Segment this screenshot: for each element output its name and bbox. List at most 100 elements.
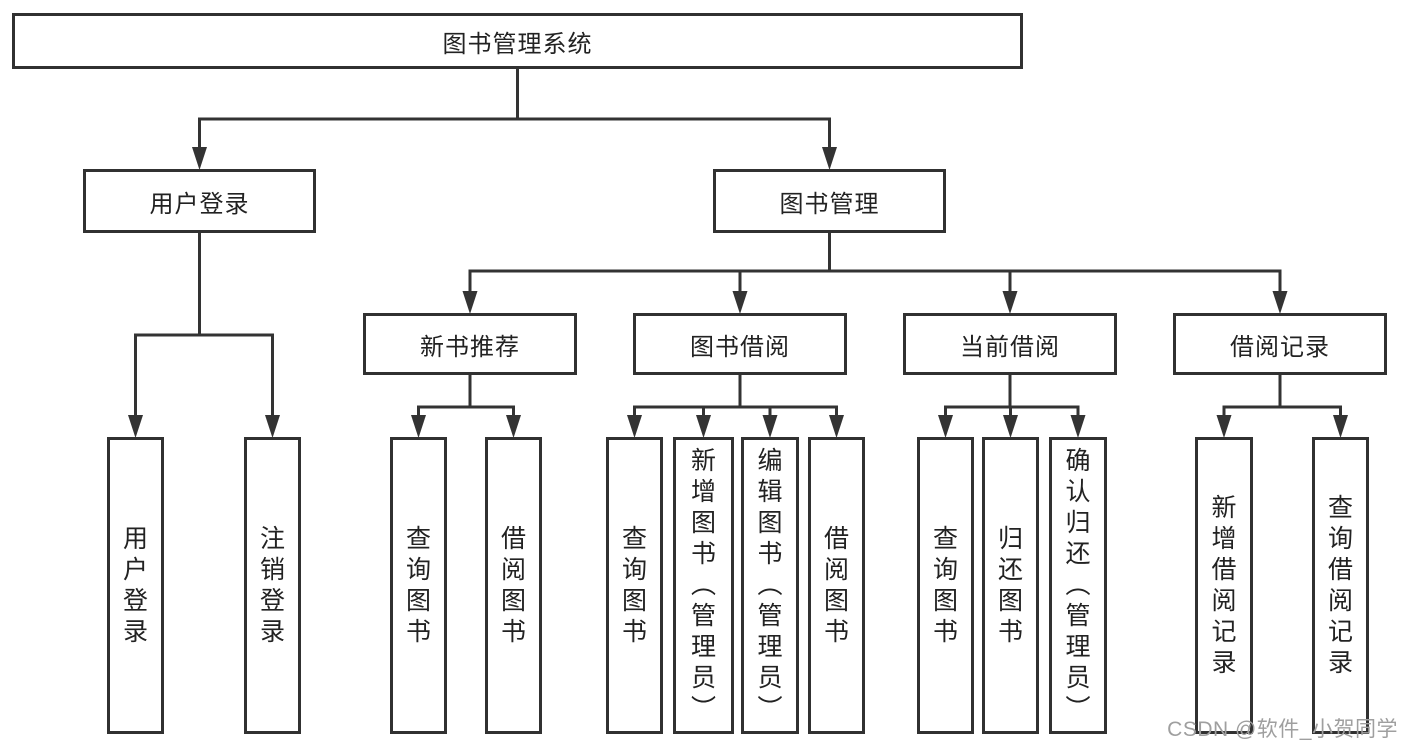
node-label-char: 查 <box>405 524 431 553</box>
node-label-char: 阅 <box>1211 586 1237 615</box>
arrowhead-cb-return <box>1003 415 1018 438</box>
node-label-char: 书 <box>997 617 1023 646</box>
node-label-char: 图 <box>405 586 431 615</box>
node-label-char: 借 <box>500 524 526 553</box>
arrowhead-login <box>128 415 143 438</box>
node-label-char: 认 <box>1065 478 1091 506</box>
node-label-char: 理 <box>1065 633 1091 661</box>
node-label-char: ︶ <box>757 695 783 723</box>
node-login: 用户登录 <box>107 437 164 734</box>
node-label-char: 图 <box>932 586 958 615</box>
arrowhead-bb-query <box>627 415 642 438</box>
node-br-add: 新增借阅记录 <box>1195 437 1253 734</box>
arrowhead-current-borrow <box>1002 291 1018 314</box>
node-label-char: ︶ <box>690 695 716 723</box>
node-label-char: 书 <box>690 540 716 568</box>
node-label-char: 管 <box>1065 602 1091 630</box>
node-label: 图书管理系统 <box>442 30 593 58</box>
node-user-login: 用户登录 <box>83 169 316 233</box>
arrowhead-logout <box>265 415 280 438</box>
node-new-book-rec: 新书推荐 <box>363 313 577 375</box>
arrowhead-br-query <box>1333 415 1348 438</box>
node-label-char: 编 <box>757 447 783 475</box>
node-label-char: 查 <box>621 524 647 553</box>
arrowhead-nbr-borrow <box>506 415 521 438</box>
node-label-char: 阅 <box>823 555 849 584</box>
node-label-char: 图 <box>500 586 526 615</box>
arrowhead-book-mgmt <box>822 147 837 170</box>
node-label: 图书管理 <box>779 190 880 218</box>
node-label-char: 录 <box>1211 648 1237 677</box>
node-borrow-records: 借阅记录 <box>1173 313 1387 375</box>
node-label-char: 书 <box>932 617 958 646</box>
arrowhead-br-add <box>1216 415 1232 438</box>
node-current-borrow: 当前借阅 <box>903 313 1117 375</box>
node-bb-borrow: 借阅图书 <box>808 437 865 734</box>
node-bb-edit: 编辑图书︵管理员︶ <box>741 437 799 734</box>
node-label-char: 借 <box>1211 555 1237 584</box>
node-label-char: 辑 <box>757 478 783 506</box>
node-label-char: 注 <box>259 524 285 553</box>
node-label-char: 新 <box>690 447 716 475</box>
arrowhead-bb-add <box>696 415 711 438</box>
arrowhead-new-book-rec <box>462 291 478 314</box>
node-label: 新书推荐 <box>420 333 520 361</box>
node-label-char: 书 <box>500 617 526 646</box>
node-label-char: 理 <box>757 633 783 661</box>
node-label-char: 登 <box>259 586 285 615</box>
node-bb-add: 新增图书︵管理员︶ <box>673 437 734 734</box>
node-label-char: 书 <box>405 617 431 646</box>
node-label-char: 借 <box>1327 555 1353 584</box>
node-label-char: 询 <box>1327 524 1353 553</box>
arrowhead-bb-edit <box>762 415 778 438</box>
watermark: CSDN @软件_小贺同学 <box>1167 718 1398 741</box>
arrowhead-nbr-query <box>411 415 426 438</box>
node-label: 当前借阅 <box>960 333 1060 361</box>
node-label-char: 确 <box>1065 447 1091 475</box>
node-cb-confirm: 确认归还︵管理员︶ <box>1049 437 1107 734</box>
arrowhead-borrow-records <box>1272 291 1288 314</box>
node-label-char: 归 <box>1065 509 1091 537</box>
node-label-char: 员 <box>757 664 783 692</box>
node-cb-query: 查询图书 <box>917 437 974 734</box>
node-label-char: 书 <box>757 540 783 568</box>
node-cb-return: 归还图书 <box>982 437 1039 734</box>
node-logout: 注销登录 <box>244 437 301 734</box>
node-label-char: 管 <box>757 602 783 630</box>
node-label-char: 登 <box>122 586 148 615</box>
node-label-char: 增 <box>690 478 716 506</box>
node-label-char: 询 <box>932 555 958 584</box>
node-label-char: 增 <box>1211 524 1237 553</box>
node-label-char: 录 <box>259 617 285 646</box>
arrowhead-bb-borrow <box>829 415 844 438</box>
node-label-char: 还 <box>997 555 1023 584</box>
arrowhead-book-borrow <box>732 291 748 314</box>
node-label-char: 员 <box>690 664 716 692</box>
node-label-char: 还 <box>1065 540 1091 568</box>
node-label-char: 录 <box>122 617 148 646</box>
node-book-borrow: 图书借阅 <box>633 313 847 375</box>
node-label-char: 图 <box>621 586 647 615</box>
node-label-char: 记 <box>1211 617 1237 646</box>
node-label: 借阅记录 <box>1230 333 1330 361</box>
node-label-char: 户 <box>122 555 148 584</box>
node-label-char: 图 <box>690 509 716 537</box>
node-label-char: 借 <box>823 524 849 553</box>
arrowhead-cb-confirm <box>1070 415 1086 438</box>
node-book-mgmt: 图书管理 <box>713 169 946 233</box>
node-nbr-query: 查询图书 <box>390 437 447 734</box>
node-label-char: 阅 <box>500 555 526 584</box>
node-label-char: 理 <box>690 633 716 661</box>
node-label-char: ︶ <box>1065 695 1091 723</box>
node-label-char: 书 <box>621 617 647 646</box>
node-label-char: 阅 <box>1327 586 1353 615</box>
arrowhead-user-login <box>192 147 207 170</box>
node-label-char: 录 <box>1327 648 1353 677</box>
node-label-char: 管 <box>690 602 716 630</box>
node-label-char: 新 <box>1211 493 1237 522</box>
node-label-char: 询 <box>621 555 647 584</box>
node-label-char: 图 <box>997 586 1023 615</box>
node-nbr-borrow: 借阅图书 <box>485 437 542 734</box>
